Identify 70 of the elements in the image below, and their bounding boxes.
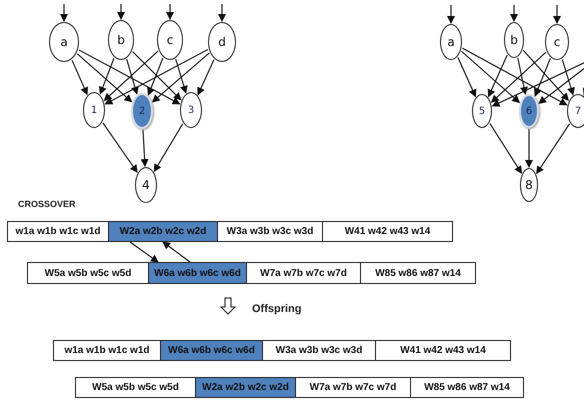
weight-cell: W41 w42 w43 w14 bbox=[322, 221, 453, 242]
arrow bbox=[154, 124, 184, 172]
arrow bbox=[197, 59, 214, 96]
neuron-node: 8 bbox=[520, 168, 538, 202]
neuron-node: 4 bbox=[135, 167, 157, 203]
weight-cell: W6a w6b w6c w6d bbox=[148, 262, 247, 284]
arrow bbox=[517, 58, 528, 95]
weight-cell: W3a w3b w3c w3d bbox=[262, 340, 376, 361]
arrow bbox=[522, 50, 570, 102]
neuron-node: c bbox=[157, 20, 183, 60]
neuron-node: c bbox=[545, 24, 569, 60]
weight-cell: W7a w7b w7c w7d bbox=[295, 377, 411, 398]
neuron-node: 5 bbox=[472, 94, 492, 128]
arrow bbox=[78, 49, 181, 104]
section-label: Offspring bbox=[252, 303, 302, 315]
arrow bbox=[99, 58, 114, 95]
weight-cell: W2a w2b w2c w2d bbox=[195, 377, 296, 398]
arrow bbox=[489, 123, 522, 174]
weight-cell: W5a w5b w5c w5d bbox=[27, 262, 149, 284]
arrow bbox=[76, 53, 132, 102]
weight-cell: W3a w3b w3c w3d bbox=[217, 221, 323, 242]
neuron-node: b bbox=[108, 20, 134, 60]
arrow bbox=[553, 5, 561, 24]
neuron-node: 2 bbox=[131, 93, 153, 129]
neuron-node: a bbox=[49, 22, 79, 62]
weight-cell: W41 w42 w43 w14 bbox=[375, 340, 511, 361]
arrow bbox=[492, 60, 584, 107]
weight-cell: W2a w2b w2c w2d bbox=[108, 221, 218, 242]
weight-cell: W7a w7b w7c w7d bbox=[246, 262, 361, 284]
arrow bbox=[60, 4, 68, 22]
arrow bbox=[166, 4, 174, 20]
weight-cell: w1a w1b w1c w1d bbox=[7, 221, 109, 242]
neuron-node: d bbox=[208, 22, 236, 62]
arrow bbox=[175, 59, 188, 94]
arrow bbox=[152, 52, 210, 103]
arrow bbox=[562, 59, 575, 96]
arrow bbox=[126, 59, 139, 95]
arrow bbox=[457, 57, 476, 98]
arrow bbox=[104, 48, 208, 104]
neuron-node: b bbox=[504, 22, 524, 58]
arrow bbox=[140, 130, 149, 168]
section-heading: CROSSOVER bbox=[18, 199, 76, 209]
arrow bbox=[132, 51, 182, 101]
weight-cell: W85 w86 w87 w14 bbox=[410, 377, 524, 398]
arrow bbox=[102, 122, 138, 174]
weight-cell: W5a w5b w5c w5d bbox=[75, 377, 196, 398]
arrow bbox=[72, 60, 88, 96]
neuron-node: 1 bbox=[83, 92, 105, 128]
arrow bbox=[462, 48, 568, 106]
weight-cell: w1a w1b w1c w1d bbox=[53, 340, 161, 361]
weight-cell: W6a w6b w6c w6d bbox=[160, 340, 263, 361]
arrow bbox=[162, 241, 190, 262]
arrow bbox=[130, 242, 159, 263]
arrow bbox=[447, 5, 455, 24]
arrow bbox=[488, 54, 508, 98]
arrow bbox=[218, 4, 226, 22]
neuron-node: a bbox=[440, 24, 462, 60]
arrow bbox=[534, 58, 551, 97]
neuron-node: 3 bbox=[180, 92, 202, 128]
arrow bbox=[525, 129, 533, 168]
arrow bbox=[117, 4, 125, 20]
neuron-node: 6 bbox=[519, 94, 539, 128]
arrow bbox=[461, 50, 520, 104]
arrow bbox=[147, 58, 164, 96]
weight-cell: W85 w86 w87 w14 bbox=[360, 262, 476, 284]
arrow bbox=[536, 123, 570, 174]
neuron-node: 7 bbox=[567, 94, 584, 128]
arrow bbox=[510, 5, 518, 22]
arrow bbox=[490, 52, 546, 103]
arrow bbox=[104, 50, 158, 102]
